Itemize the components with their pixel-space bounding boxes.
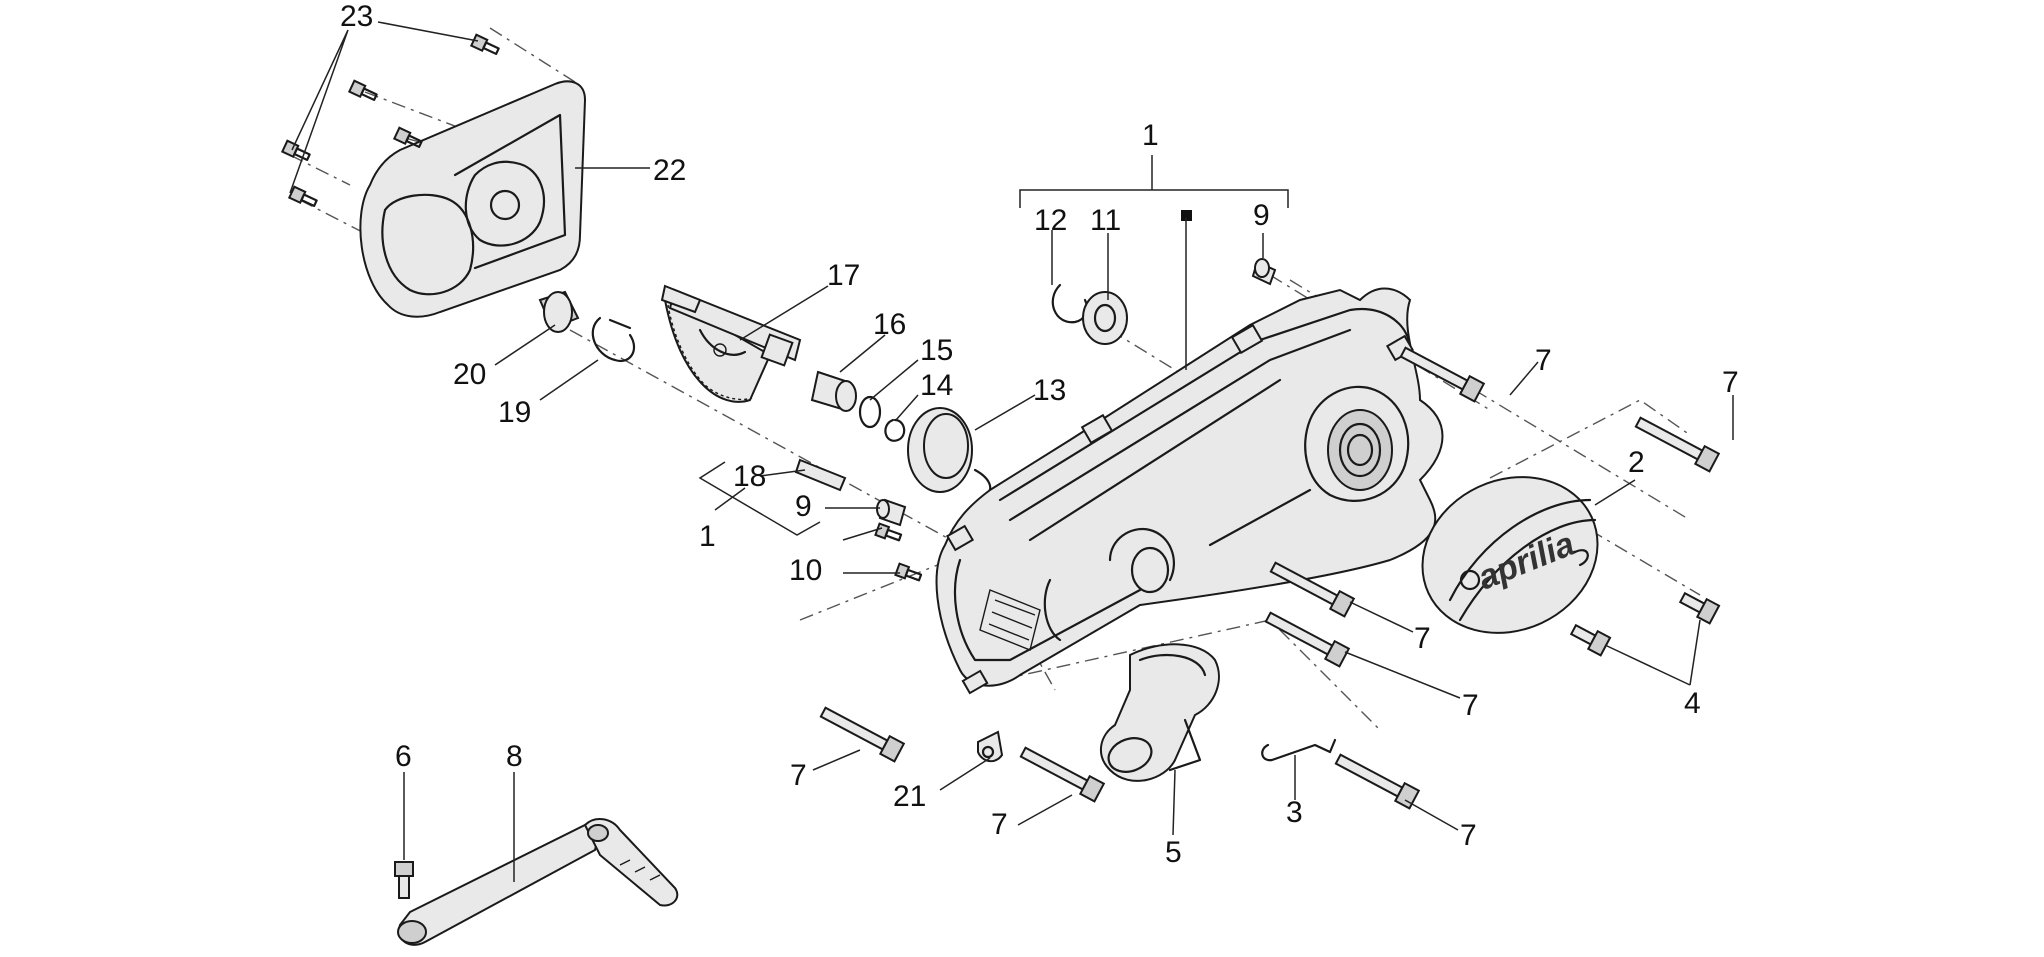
sleeve-16	[810, 370, 857, 412]
kick-lever-8	[397, 818, 679, 946]
bushing-20	[538, 290, 580, 333]
callout-9-top: 9	[1253, 199, 1270, 232]
callout-20: 20	[453, 358, 486, 391]
circlip-12	[1051, 283, 1089, 324]
bolts-7-4	[819, 346, 1721, 810]
dowel-9-left	[876, 498, 907, 527]
circlip-14	[884, 418, 906, 442]
callout-14: 14	[920, 369, 953, 402]
callout-19: 19	[498, 396, 531, 429]
cover-plate-22	[359, 80, 587, 318]
callout-3: 3	[1286, 796, 1303, 829]
callout-7-a: 7	[1535, 344, 1552, 377]
logo-cover-2: aprilia	[1421, 476, 1599, 634]
callout-23: 23	[340, 0, 373, 33]
screws-10	[874, 522, 923, 582]
callout-labels: 23 22 1 12 11 9 17 16 15 14 13 20 19 18 …	[340, 0, 1739, 869]
callout-13: 13	[1033, 374, 1066, 407]
callout-2: 2	[1628, 446, 1645, 479]
callout-7-g: 7	[1460, 819, 1477, 852]
callout-18: 18	[733, 460, 766, 493]
bracket-1-left	[698, 461, 821, 536]
callout-9-left: 9	[795, 490, 812, 523]
callout-7-b: 7	[1722, 366, 1739, 399]
leader-lines	[289, 21, 1734, 882]
callout-4: 4	[1684, 687, 1701, 720]
screws-23	[280, 33, 500, 208]
spring-hook-3	[1261, 738, 1337, 762]
washer-15	[858, 395, 882, 429]
clip-19	[591, 316, 636, 363]
callout-5: 5	[1165, 836, 1182, 869]
bearing-11	[1082, 291, 1128, 345]
callout-16: 16	[873, 308, 906, 341]
dowel-9-top	[1251, 258, 1277, 286]
bolt-6	[394, 861, 414, 899]
spring-13	[907, 407, 992, 497]
callout-7-d: 7	[1462, 689, 1479, 722]
callout-7-e: 7	[790, 759, 807, 792]
callout-6: 6	[395, 740, 412, 773]
callout-8: 8	[506, 740, 523, 773]
air-duct-5	[1100, 643, 1220, 782]
callout-21: 21	[893, 780, 926, 813]
callout-7-c: 7	[1414, 622, 1431, 655]
callout-11: 11	[1090, 204, 1121, 237]
bracket-1-top	[1019, 155, 1289, 221]
kickstart-shaft-17	[660, 284, 802, 403]
callout-10: 10	[789, 554, 822, 587]
clip-21	[977, 730, 1004, 763]
callout-7-f: 7	[991, 808, 1008, 841]
pin-18	[794, 458, 847, 492]
callout-22: 22	[653, 154, 686, 187]
callout-1-left: 1	[699, 520, 716, 553]
transmission-cover-1	[935, 287, 1444, 695]
callout-15: 15	[920, 334, 953, 367]
section-marker	[1181, 210, 1192, 221]
callout-17: 17	[827, 259, 860, 292]
callout-1-top: 1	[1142, 119, 1159, 152]
callout-12: 12	[1034, 204, 1067, 237]
